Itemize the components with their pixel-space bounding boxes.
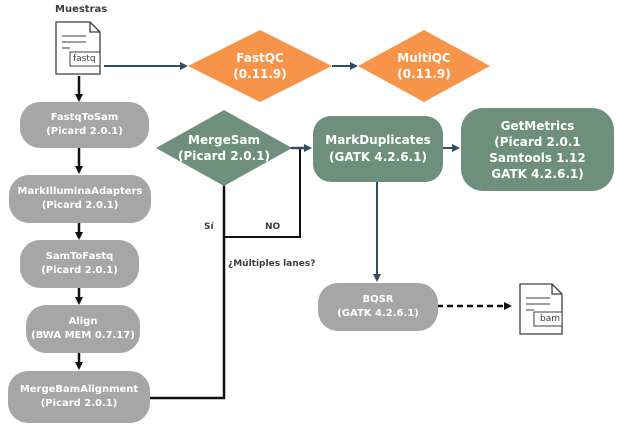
node-markillumina-tool: (Picard 2.0.1) — [41, 200, 119, 211]
decision-yes-label: Sí — [204, 222, 214, 232]
node-fastqc-tool: (0.11.9) — [233, 67, 287, 81]
node-fastqtosam: FastqToSam (Picard 2.0.1) — [20, 102, 149, 148]
node-fastqc: FastQC (0.11.9) — [210, 46, 310, 86]
node-multiqc: MultiQC (0.11.9) — [374, 46, 474, 86]
node-fastqc-name: FastQC — [236, 51, 284, 65]
node-multiqc-tool: (0.11.9) — [397, 67, 451, 81]
node-samtofastq-name: SamToFastq — [45, 251, 114, 262]
fastqc-diamond — [188, 30, 332, 102]
node-mergebam-tool: (Picard 2.0.1) — [40, 398, 118, 409]
node-fastqtosam-tool: (Picard 2.0.1) — [46, 126, 123, 137]
node-multiqc-name: MultiQC — [397, 51, 451, 65]
multiqc-diamond — [358, 30, 490, 102]
node-mergebam-name: MergeBamAlignment — [19, 384, 139, 395]
node-fastqtosam-name: FastqToSam — [50, 112, 119, 123]
mergesam-diamond — [156, 110, 292, 186]
node-markdup-tool: (GATK 4.2.6.1) — [329, 150, 427, 164]
node-getmetrics-tool2: Samtools 1.12 — [489, 150, 586, 165]
node-markdup-name: MarkDuplicates — [325, 133, 431, 147]
node-markilluminaadapters: MarkIlluminaAdapters (Picard 2.0.1) — [9, 175, 151, 223]
decision-question: ¿Múltiples lanes? — [228, 259, 316, 269]
edge-mergebam-to-mergesam — [150, 166, 228, 400]
bam-file-icon — [519, 283, 563, 335]
node-bqsr-name: BQSR — [362, 294, 394, 305]
decision-no-label: NO — [265, 222, 281, 232]
node-mergebamalignment: MergeBamAlignment (Picard 2.0.1) — [8, 371, 150, 423]
node-mergesam-tool: (Picard 2.0.1) — [178, 149, 270, 163]
node-align-tool: (BWA MEM 0.7.17) — [31, 330, 135, 341]
node-mergesam-name: MergeSam — [188, 133, 260, 147]
input-file-ext: fastq — [73, 54, 96, 64]
fastq-file-icon — [55, 21, 101, 75]
node-getmetrics-tool1: (Picard 2.0.1 — [494, 134, 581, 149]
node-markillumina-name: MarkIlluminaAdapters — [17, 186, 143, 197]
node-getmetrics-tool3: GATK 4.2.6.1) — [491, 166, 584, 181]
node-markduplicates: MarkDuplicates (GATK 4.2.6.1) — [313, 116, 443, 182]
node-align-name: Align — [68, 316, 98, 327]
node-samtofastq: SamToFastq (Picard 2.0.1) — [20, 240, 139, 288]
node-mergesam: MergeSam (Picard 2.0.1) — [166, 128, 282, 168]
node-samtofastq-tool: (Picard 2.0.1) — [41, 265, 118, 276]
node-bqsr-tool: (GATK 4.2.6.1) — [337, 308, 419, 319]
input-label: Muestras — [55, 4, 108, 15]
output-file-ext: bam — [540, 314, 560, 324]
node-bqsr: BQSR (GATK 4.2.6.1) — [318, 283, 438, 331]
node-getmetrics-name: GetMetrics — [500, 118, 575, 133]
node-getmetrics: GetMetrics (Picard 2.0.1 Samtools 1.12 G… — [461, 108, 614, 191]
node-align: Align (BWA MEM 0.7.17) — [26, 305, 140, 353]
